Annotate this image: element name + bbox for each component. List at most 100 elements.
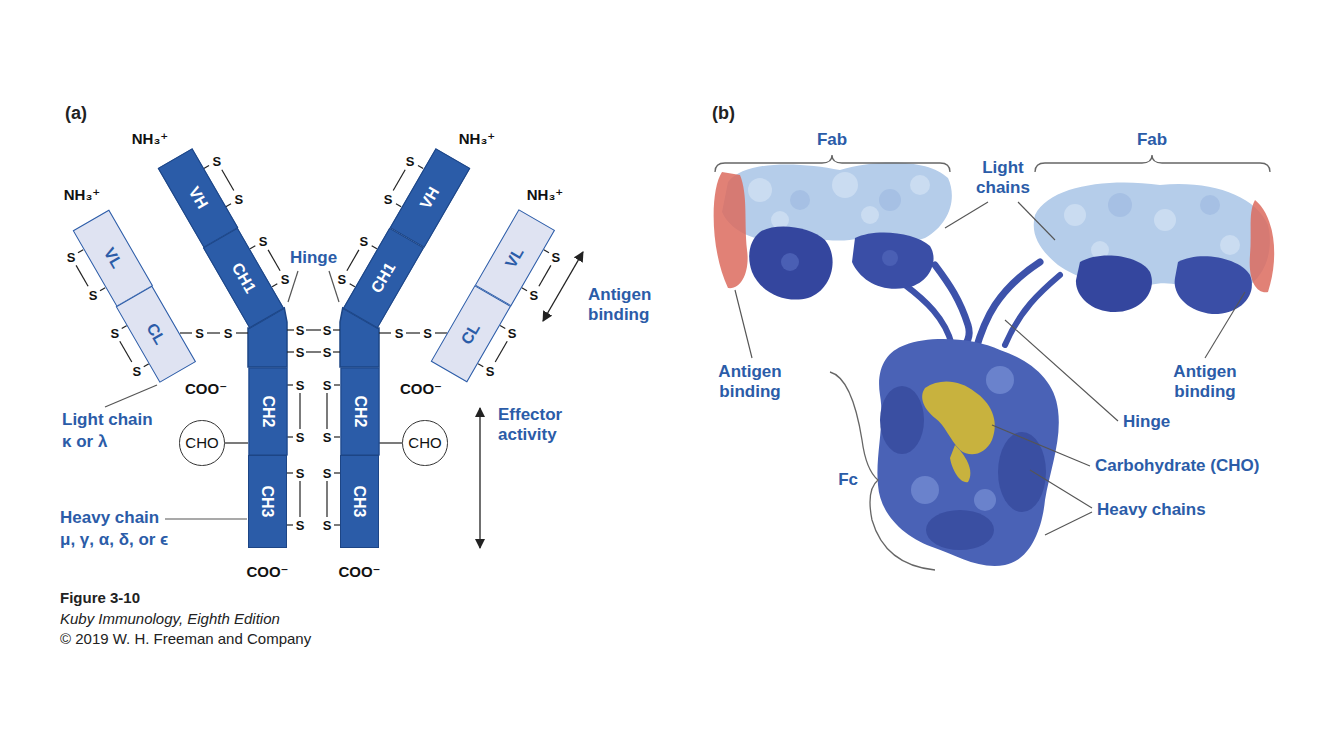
illustration-part	[165, 518, 247, 519]
sulfur-atom: S	[296, 346, 305, 359]
illustration-part	[714, 172, 748, 288]
illustration-part	[715, 155, 950, 172]
illustration-part	[879, 189, 901, 211]
light-chain-domain: CL	[431, 286, 511, 383]
illustration-part	[1005, 275, 1060, 345]
domain-label: CH2	[259, 395, 277, 427]
domain-label: CH3	[259, 485, 277, 517]
disulfide-bond-line	[334, 436, 340, 437]
sulfur-atom: S	[132, 364, 141, 377]
domain-label: CH3	[351, 485, 369, 517]
illustration-part	[986, 366, 1014, 394]
part-label: Antigen binding	[588, 285, 668, 326]
glycan-link	[379, 442, 402, 443]
sulfur-atom: S	[423, 327, 432, 340]
sulfur-atom: S	[338, 273, 347, 286]
sulfur-atom: S	[212, 155, 221, 168]
sulfur-atom: S	[323, 379, 332, 392]
domain-label: CL	[143, 320, 169, 347]
illustration-part	[790, 190, 810, 210]
sulfur-atom: S	[195, 327, 204, 340]
disulfide-bond-line	[522, 288, 527, 291]
part-label: Light chains	[968, 158, 1038, 199]
disulfide-bond-line	[306, 351, 321, 352]
sulfur-atom: S	[530, 288, 539, 301]
disulfide-bond-line	[226, 204, 231, 207]
illustration-part	[1220, 235, 1240, 255]
part-label: Fab	[1137, 130, 1167, 150]
part-label: Effector activity	[498, 405, 588, 446]
domain-label: VL	[502, 245, 527, 272]
illustration-part	[832, 172, 858, 198]
part-label: Antigen binding	[1165, 362, 1245, 403]
disulfide-bond-line	[78, 250, 83, 253]
terminus-label: NH₃⁺	[459, 130, 496, 148]
terminus-label: COO⁻	[338, 563, 380, 581]
sulfur-atom: S	[296, 379, 305, 392]
terminus-label: NH₃⁺	[64, 186, 101, 204]
disulfide-bond-line	[299, 481, 300, 517]
heavy-chain-domain: VH	[157, 148, 238, 248]
illustration-part	[329, 271, 339, 302]
disulfide-bond-line	[207, 332, 220, 333]
figure-credit: Kuby Immunology, Eighth Edition	[60, 610, 280, 628]
terminus-label: NH₃⁺	[132, 130, 169, 148]
terminus-label: COO⁻	[400, 380, 442, 398]
illustration-part	[1064, 204, 1086, 226]
sulfur-atom: S	[224, 327, 233, 340]
illustration-part	[852, 232, 934, 288]
illustration-part	[1030, 470, 1092, 508]
sulfur-atom: S	[323, 346, 332, 359]
illustration-part	[1076, 255, 1152, 312]
disulfide-bond-line	[333, 351, 340, 352]
disulfide-bond-line	[287, 472, 293, 473]
disulfide-bond-line	[287, 436, 293, 437]
antigen-binding-arrow	[543, 252, 583, 321]
sulfur-atom: S	[296, 431, 305, 444]
illustration-part	[830, 372, 935, 570]
illustration-part	[735, 290, 752, 358]
disulfide-bond-line	[287, 351, 294, 352]
illustration-part	[945, 202, 988, 228]
sulfur-atom: S	[110, 326, 119, 339]
heavy-chain-domain: CH1	[343, 228, 424, 329]
heavy-chain-domain: CH2	[248, 367, 287, 455]
illustration-part	[781, 253, 799, 271]
domain-label: CH1	[368, 260, 399, 297]
disulfide-bond-line	[347, 250, 359, 271]
illustration-part	[749, 226, 832, 299]
part-label: Hinge	[1123, 412, 1170, 432]
domain-label: VL	[100, 245, 125, 272]
part-label: Antigen binding	[710, 362, 790, 403]
part-label: Light chain	[62, 410, 153, 430]
disulfide-bond-line	[326, 481, 327, 517]
illustration-part	[1205, 292, 1245, 358]
disulfide-bond-line	[287, 384, 293, 385]
illustration-part	[1005, 320, 1118, 421]
sulfur-atom: S	[89, 288, 98, 301]
figure-credit: Figure 3-10	[60, 589, 140, 607]
leader-lines	[735, 202, 1245, 535]
illustration-part	[748, 178, 772, 202]
illustration-part	[722, 162, 952, 241]
sulfur-atom: S	[552, 250, 561, 263]
domain-label: CHO	[185, 435, 218, 452]
disulfide-bond-line	[406, 332, 420, 333]
sulfur-atom: S	[395, 327, 404, 340]
illustration-part	[950, 445, 970, 482]
illustration-part	[1108, 193, 1132, 217]
disulfide-bond-line	[76, 265, 88, 286]
sulfur-atom: S	[323, 324, 332, 337]
panel-letter: (b)	[712, 103, 735, 125]
illustration-part	[992, 425, 1090, 466]
disulfide-bond-line	[396, 204, 401, 207]
disulfide-bond-line	[272, 284, 277, 287]
disulfide-bond-line	[180, 332, 192, 333]
domain-label: VH	[416, 184, 442, 212]
part-label: Fab	[817, 130, 847, 150]
disulfide-bond-line	[236, 332, 248, 333]
disulfide-bond-line	[539, 265, 551, 286]
terminus-label: COO⁻	[185, 380, 227, 398]
